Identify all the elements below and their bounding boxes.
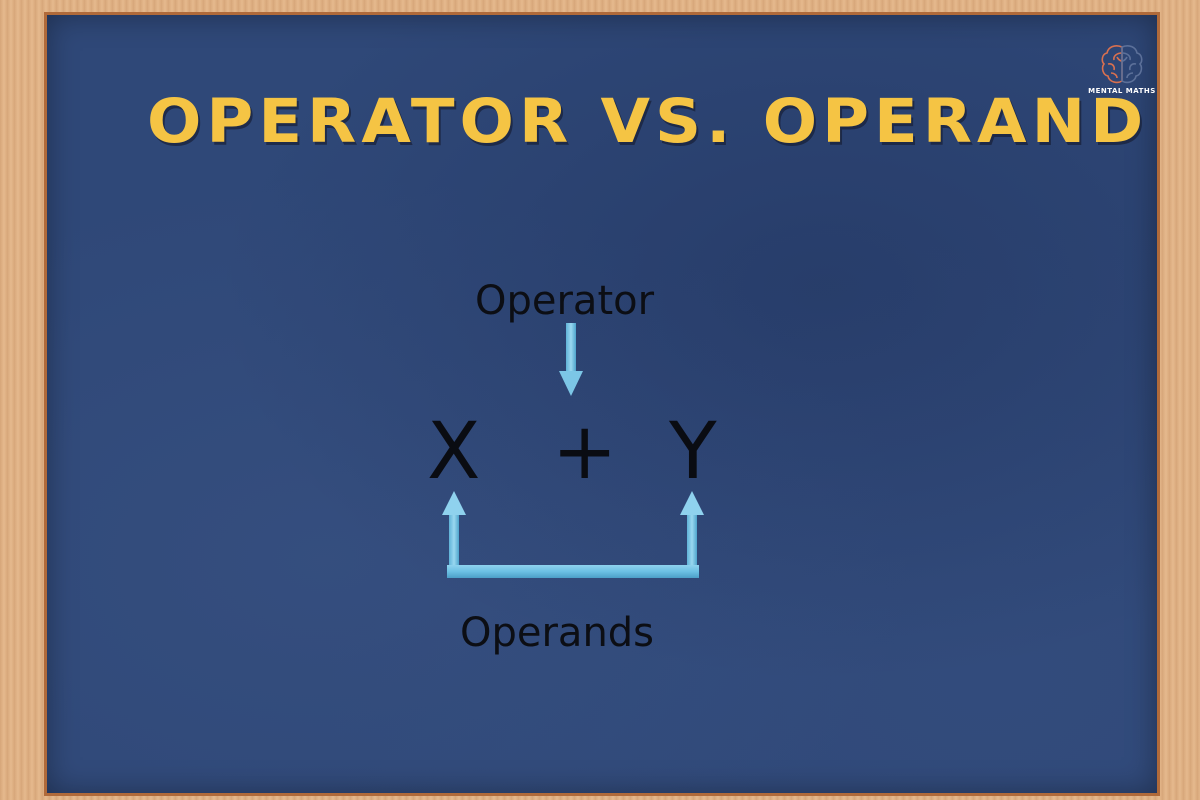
- operator-label: Operator: [475, 278, 655, 324]
- left-operand: X: [427, 407, 481, 497]
- brain-icon: [1101, 45, 1143, 84]
- bracket-arrow-icon: [442, 491, 704, 578]
- operands-label: Operands: [460, 610, 655, 656]
- down-arrow-icon: [559, 323, 583, 396]
- operator-symbol: +: [552, 407, 618, 497]
- page-title: OPERATOR VS. OPERAND: [147, 86, 1149, 158]
- chalkboard: OPERATOR VS. OPERAND MENTAL MATHS Operat…: [44, 12, 1160, 796]
- logo: MENTAL MATHS: [1072, 43, 1172, 95]
- right-operand: Y: [669, 407, 717, 497]
- arrows: [442, 323, 704, 578]
- logo-text: MENTAL MATHS: [1088, 87, 1156, 95]
